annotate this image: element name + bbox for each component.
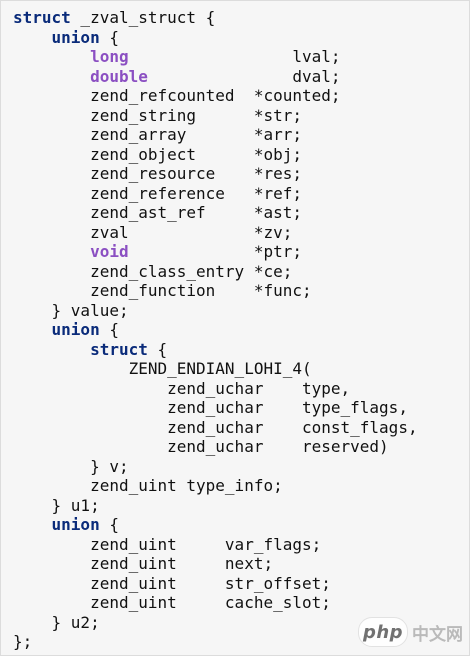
code-line: zend_uchar type, xyxy=(13,379,418,399)
code-line: zend_uchar type_flags, xyxy=(13,398,418,418)
code-token: zend_uchar type_flags, xyxy=(13,398,408,417)
code-token: zend_uchar type, xyxy=(13,378,351,398)
code-text: struct _zval_struct { union { long lval;… xyxy=(13,8,418,652)
code-line: zend_refcounted *counted; xyxy=(13,86,418,106)
code-line: long lval; xyxy=(13,47,418,67)
code-line: zend_uint str_offset; xyxy=(13,574,418,594)
code-token: }; xyxy=(13,632,33,651)
code-token: } u1; xyxy=(13,495,100,515)
code-token: } u2; xyxy=(13,612,100,632)
code-token: zend_uchar reserved) xyxy=(13,437,389,456)
keyword-token: union xyxy=(51,27,100,47)
code-line: zend_uint var_flags; xyxy=(13,535,418,555)
code-token: zval *zv; xyxy=(13,222,293,242)
code-token: zend_uint str_offset; xyxy=(13,573,331,593)
code-token xyxy=(13,515,52,534)
code-line: zend_object *obj; xyxy=(13,145,418,165)
code-token: zend_uint type_info; xyxy=(13,476,283,495)
code-token: lval; xyxy=(128,47,341,66)
code-line: struct { xyxy=(13,340,418,360)
code-token: zend_object *obj; xyxy=(13,144,302,164)
code-line: } u1; xyxy=(13,496,418,516)
code-token: zend_function *func; xyxy=(13,281,312,300)
code-token xyxy=(13,242,90,261)
code-line: zend_uint type_info; xyxy=(13,476,418,496)
code-token xyxy=(13,47,90,66)
code-line: ZEND_ENDIAN_LOHI_4( xyxy=(13,359,418,379)
code-token: zend_resource *res; xyxy=(13,164,302,183)
code-token: { xyxy=(99,27,119,47)
code-token xyxy=(13,320,52,339)
code-token: zend_uint next; xyxy=(13,554,274,573)
type-token: void xyxy=(90,242,129,261)
code-line: union { xyxy=(13,320,418,340)
php-cn-watermark: php 中文网 xyxy=(358,617,463,647)
type-token: long xyxy=(90,47,129,66)
code-line: zend_function *func; xyxy=(13,281,418,301)
code-token: zend_string *str; xyxy=(13,105,302,125)
code-token xyxy=(13,28,52,47)
code-token: { xyxy=(99,515,119,534)
code-line: zend_uint next; xyxy=(13,554,418,574)
code-line: }; xyxy=(13,632,418,652)
code-line: zend_array *arr; xyxy=(13,125,418,145)
code-token: } value; xyxy=(13,300,129,320)
code-line: zval *zv; xyxy=(13,223,418,243)
code-token: dval; xyxy=(147,66,341,86)
code-token: { xyxy=(99,320,119,339)
code-token xyxy=(13,67,90,86)
code-token: zend_uint cache_slot; xyxy=(13,593,331,612)
code-token: _zval_struct { xyxy=(70,8,216,27)
code-line: void *ptr; xyxy=(13,242,418,262)
code-line: zend_uint cache_slot; xyxy=(13,593,418,613)
code-line: double dval; xyxy=(13,67,418,87)
code-token: zend_reference *ref; xyxy=(13,183,302,203)
code-token: } v; xyxy=(13,456,129,476)
code-line: } u2; xyxy=(13,613,418,633)
code-line: struct _zval_struct { xyxy=(13,8,418,28)
code-token: zend_refcounted *counted; xyxy=(13,86,341,105)
code-line: union { xyxy=(13,515,418,535)
keyword-token: struct xyxy=(13,8,71,27)
code-token xyxy=(13,340,90,359)
code-line: zend_resource *res; xyxy=(13,164,418,184)
code-line: zend_string *str; xyxy=(13,106,418,126)
keyword-token: union xyxy=(51,515,100,534)
code-token: ZEND_ENDIAN_LOHI_4( xyxy=(13,359,312,378)
code-line: zend_reference *ref; xyxy=(13,184,418,204)
code-line: } v; xyxy=(13,457,418,477)
watermark-site-text: 中文网 xyxy=(412,624,463,645)
code-token: zend_ast_ref *ast; xyxy=(13,203,302,222)
code-token: *ptr; xyxy=(128,242,302,261)
code-line: zend_uchar reserved) xyxy=(13,437,418,457)
code-line: zend_uchar const_flags, xyxy=(13,417,418,438)
code-token: zend_array *arr; xyxy=(13,125,302,144)
code-token: zend_uint var_flags; xyxy=(13,534,322,554)
keyword-token: struct xyxy=(90,339,148,359)
code-token: zend_uchar const_flags, xyxy=(13,417,418,437)
code-token: { xyxy=(147,339,168,359)
php-logo-icon: php xyxy=(358,617,408,647)
code-line: zend_ast_ref *ast; xyxy=(13,203,418,223)
code-token: zend_class_entry *ce; xyxy=(13,261,293,281)
type-token: double xyxy=(90,66,148,86)
code-line: } value; xyxy=(13,301,418,321)
code-line: zend_class_entry *ce; xyxy=(13,262,418,282)
code-line: union { xyxy=(13,28,418,48)
keyword-token: union xyxy=(51,320,100,339)
